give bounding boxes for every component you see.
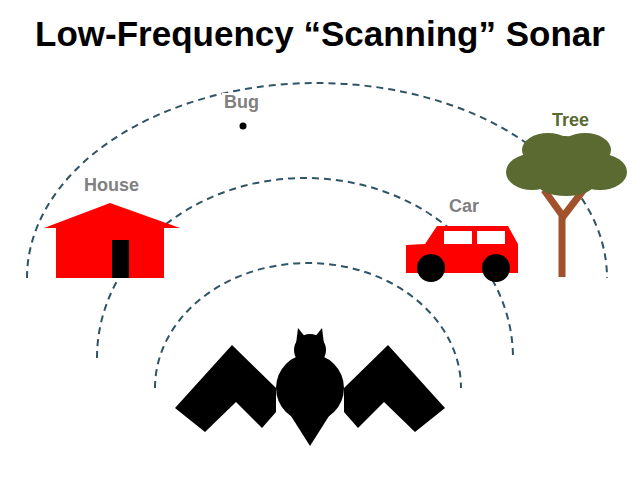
house-figure (44, 203, 180, 278)
bug-dot (240, 123, 247, 130)
bug-label: Bug (222, 93, 261, 113)
car-figure (406, 226, 518, 282)
diagram-title: Low-Frequency “Scanning” Sonar (0, 14, 640, 54)
bat-figure (175, 328, 445, 446)
tree-figure (506, 133, 627, 277)
house-label: House (82, 176, 141, 196)
sonar-wave (27, 83, 607, 278)
sonar-waves (27, 83, 607, 388)
car-label: Car (447, 197, 481, 217)
tree-label: Tree (550, 111, 591, 131)
